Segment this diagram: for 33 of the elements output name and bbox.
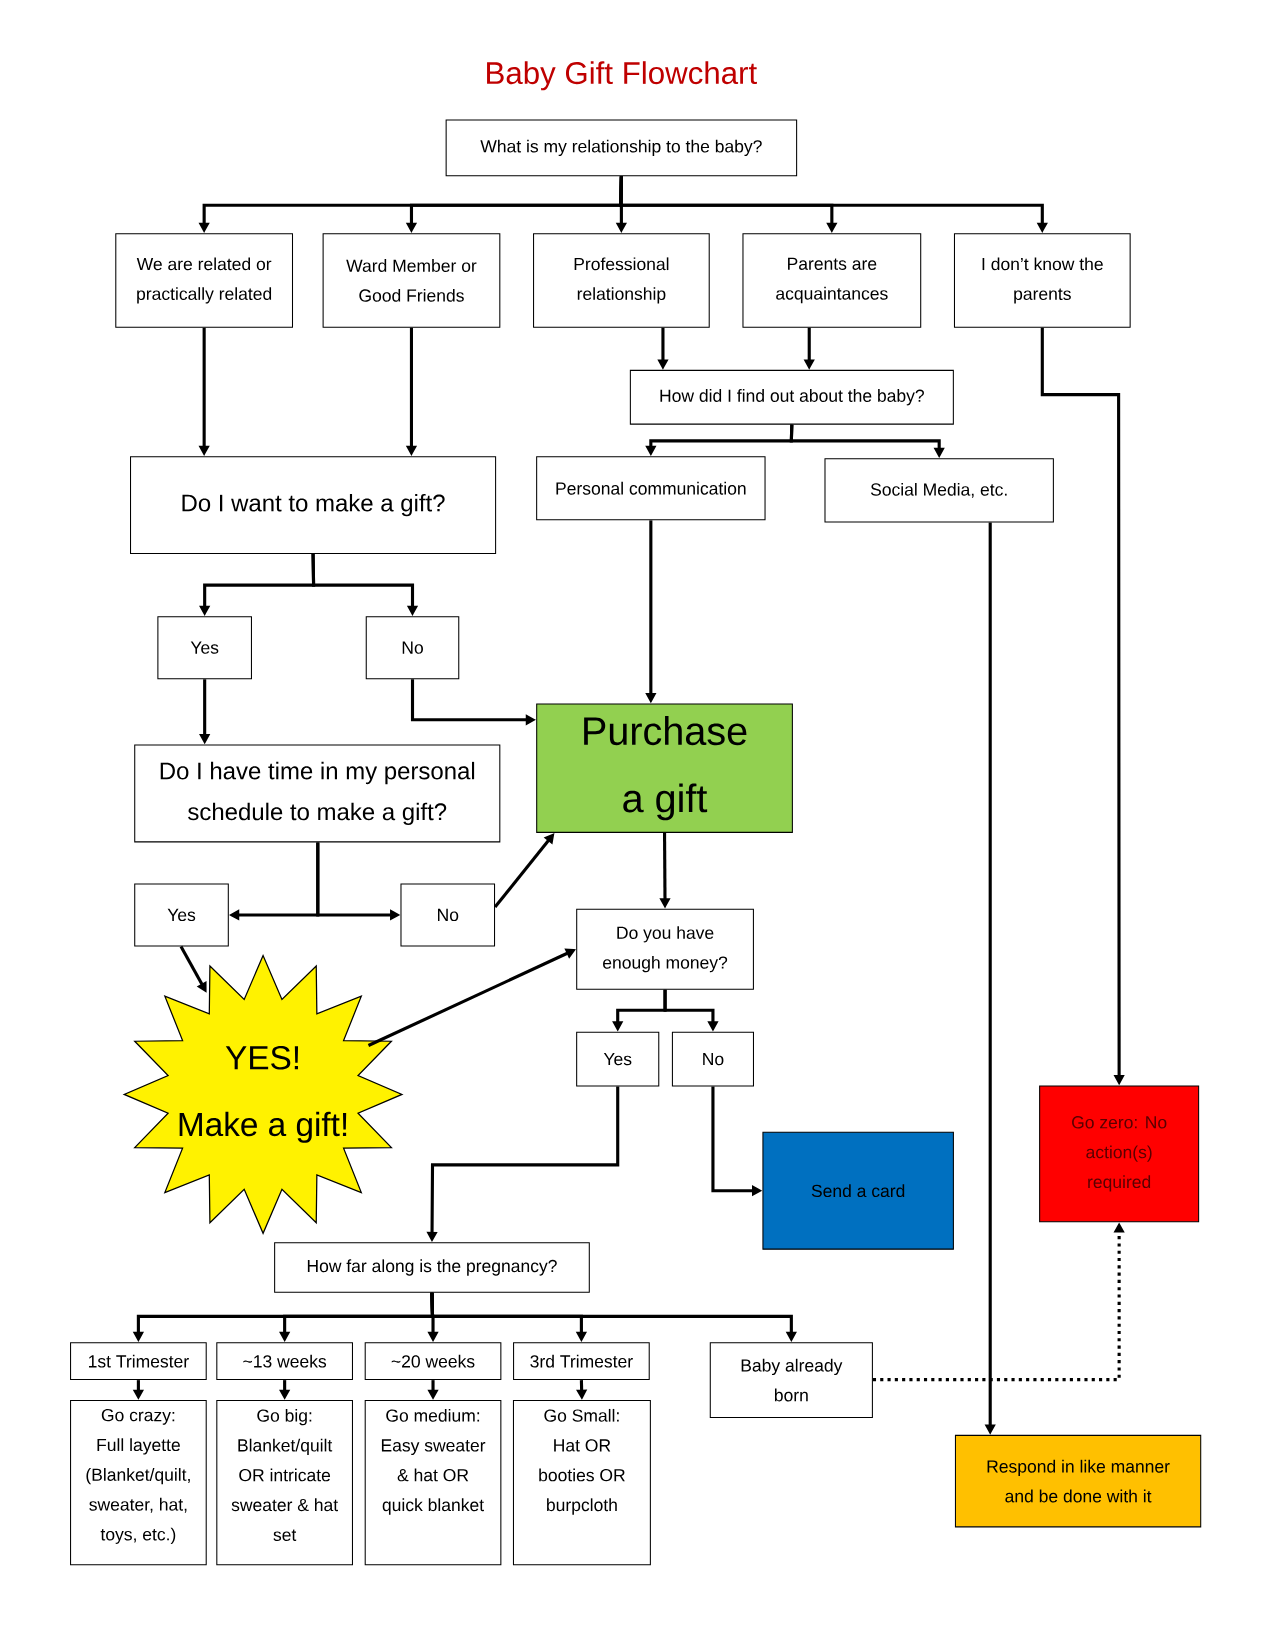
flowchart-box: Do you have enough money? [576, 908, 754, 990]
flowchart-box: Do I want to make a gift? [129, 456, 496, 555]
flowchart-box: ~13 weeks [216, 1342, 353, 1381]
title: Baby Gift Flowchart [486, 61, 757, 91]
flowchart-box: No [365, 616, 460, 680]
flowchart-box: How did I find out about the baby? [629, 369, 954, 425]
flowchart-box: Purchase a gift [536, 703, 793, 833]
flowchart-box: Do I have time in my personal schedule to make a gift? [134, 744, 501, 843]
flowchart-box: Go Small: Hat OR booties OR burpcloth [512, 1400, 651, 1566]
flowchart-box: Yes [157, 616, 252, 680]
flowchart-box: No [671, 1031, 754, 1087]
flowchart-box: Go big: Blanket/quilt OR intricate sweater & hat set [216, 1400, 353, 1566]
flowchart-box: What is my relationship to the baby? [445, 119, 797, 177]
flowchart-box: Respond in like manner and be done with it [954, 1434, 1202, 1528]
flowchart-box: 3rd Trimester [512, 1342, 650, 1381]
flowchart-box: Go zero: No action(s) required [1038, 1085, 1199, 1223]
flowchart-box: Go medium: Easy sweater & hat OR quick blanket [364, 1400, 502, 1566]
flowchart-box: Personal communication [535, 456, 766, 521]
flowchart-box: Baby already born [709, 1342, 873, 1419]
flowchart-box: How far along is the pregnancy? [273, 1242, 590, 1293]
flowchart-box: ~20 weeks [364, 1342, 502, 1381]
flowchart-box: Parents are acquaintances [742, 233, 922, 328]
flowchart-box: Ward Member or Good Friends [322, 233, 501, 328]
flowchart-box: Send a card [762, 1131, 954, 1250]
flowchart-box: Go crazy: Full layette (Blanket/quilt, sweater, hat, toys, etc.) [69, 1400, 207, 1566]
flowchart-box: 1st Trimester [69, 1342, 207, 1381]
flowchart-box: I don’t know the parents [953, 233, 1131, 328]
flowchart-box: Yes [134, 883, 229, 947]
flowchart-box: We are related or practically related [115, 233, 293, 328]
flowchart-box: Social Media, etc. [824, 458, 1054, 523]
flowchart-box: Yes [575, 1031, 660, 1087]
flowchart-box: Professional relationship [532, 233, 710, 328]
flowchart-box: No [400, 883, 495, 947]
